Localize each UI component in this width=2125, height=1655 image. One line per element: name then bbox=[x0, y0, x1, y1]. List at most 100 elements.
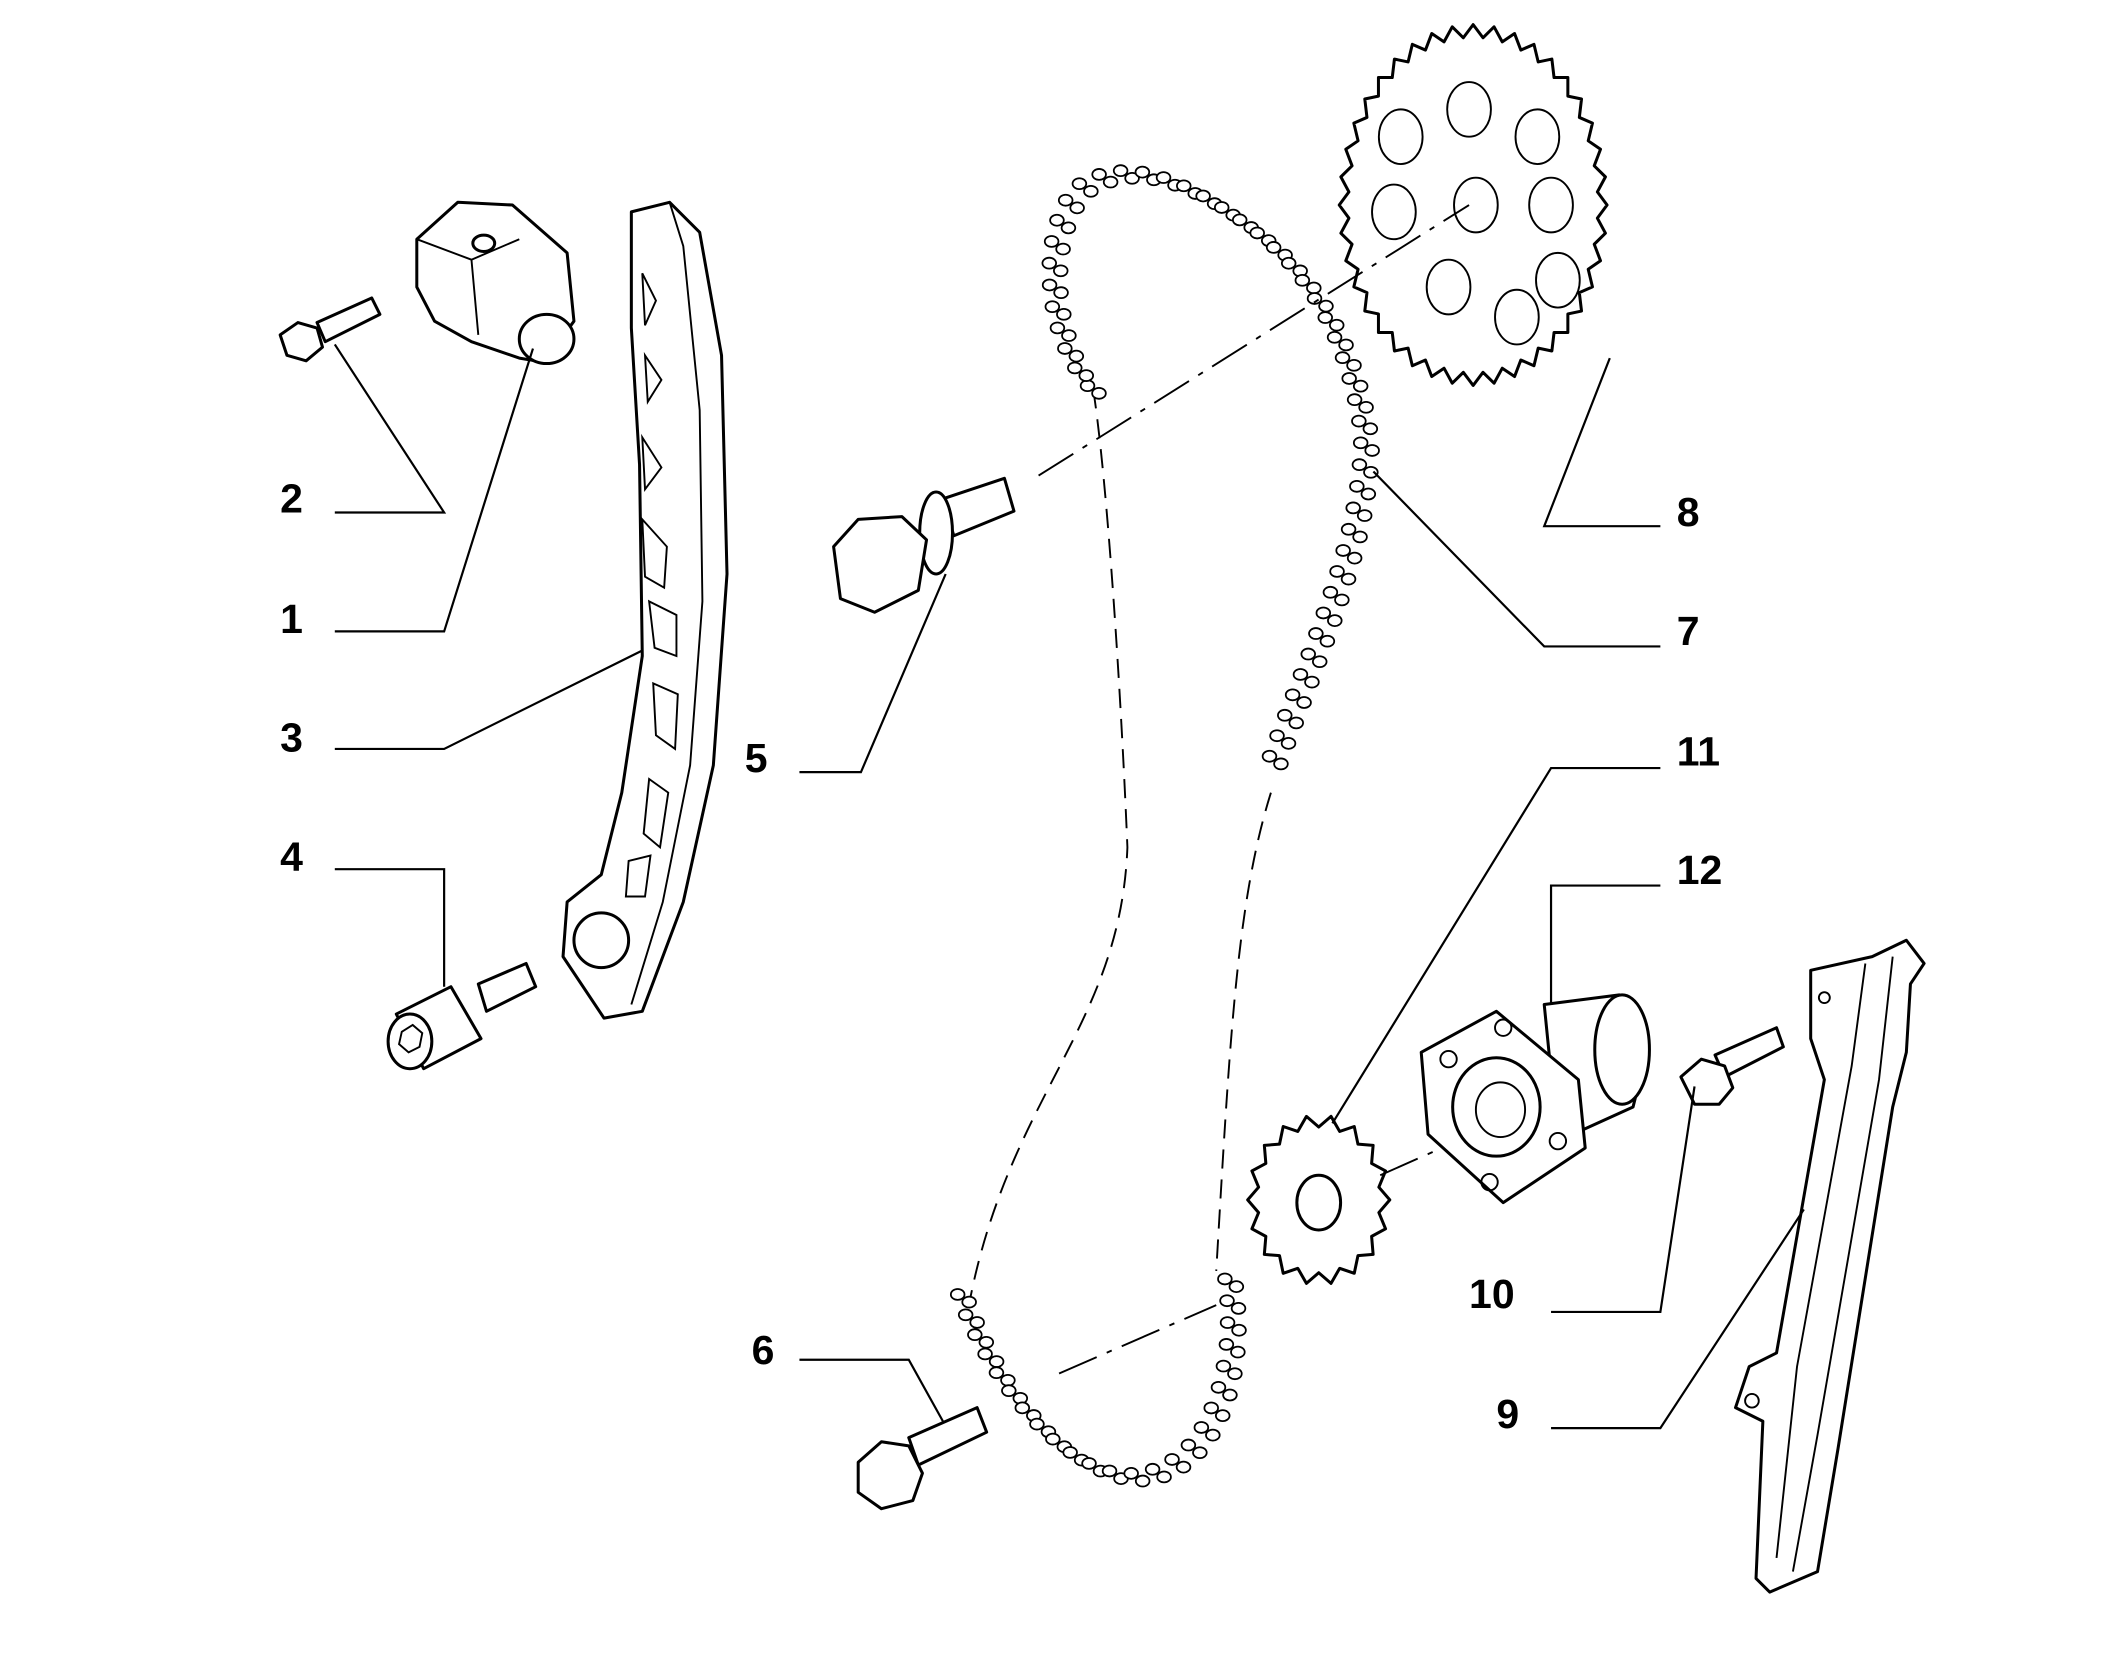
chain-link bbox=[1041, 278, 1058, 292]
chain-link bbox=[1044, 300, 1061, 314]
chain-link bbox=[1306, 292, 1323, 305]
chain-link bbox=[1352, 379, 1369, 393]
chain-link bbox=[1232, 213, 1248, 227]
chain-link bbox=[1334, 593, 1350, 607]
callout-2: 2 bbox=[280, 476, 303, 522]
chain-link bbox=[1312, 655, 1328, 669]
chain-link bbox=[1057, 342, 1073, 355]
chain-link bbox=[1288, 716, 1304, 730]
chain-link bbox=[1101, 1464, 1118, 1478]
chain-link bbox=[967, 1328, 983, 1342]
chain-link bbox=[1284, 688, 1301, 702]
chain-link bbox=[1210, 1380, 1227, 1394]
chain-link bbox=[1041, 256, 1057, 270]
part-7-timing-chain[interactable] bbox=[949, 164, 1380, 1488]
callout-12: 12 bbox=[1677, 847, 1723, 893]
chain-link bbox=[1060, 221, 1077, 235]
chain-link bbox=[1352, 530, 1368, 544]
chain-link bbox=[1049, 321, 1066, 335]
callout-4: 4 bbox=[280, 834, 303, 880]
chain-link bbox=[1280, 256, 1297, 270]
part-11-crankshaft-sprocket[interactable] bbox=[1246, 1114, 1392, 1285]
chain-link bbox=[1155, 171, 1172, 184]
chain-link bbox=[1327, 614, 1343, 627]
part-12-hydraulic-tensioner[interactable] bbox=[1419, 993, 1651, 1205]
chain-link bbox=[1057, 193, 1074, 207]
chain-link bbox=[1193, 1421, 1210, 1434]
chain-link bbox=[1029, 1417, 1045, 1431]
chain-link bbox=[1351, 414, 1367, 428]
chain-link bbox=[1055, 242, 1071, 256]
chain-link bbox=[988, 1355, 1005, 1368]
chain-link bbox=[1068, 349, 1085, 363]
part-9-chain-guide-rail[interactable] bbox=[1734, 938, 1926, 1594]
part-4-sleeve-bolt[interactable] bbox=[386, 961, 538, 1071]
chain-link bbox=[969, 1316, 985, 1329]
chain-link bbox=[1338, 338, 1354, 352]
leader-lines bbox=[333, 343, 1805, 1430]
chain-link bbox=[1326, 330, 1343, 344]
chain-link bbox=[1269, 729, 1285, 743]
chain-link bbox=[1067, 361, 1083, 375]
chain-link bbox=[1214, 1409, 1231, 1422]
chain-link bbox=[1277, 708, 1293, 722]
callout-11: 11 bbox=[1677, 728, 1720, 774]
chain-link bbox=[1078, 369, 1094, 382]
chain-link bbox=[1349, 480, 1365, 493]
chain-link bbox=[1001, 1384, 1017, 1398]
part-6-bolt[interactable] bbox=[856, 1406, 989, 1511]
chain-link bbox=[1091, 168, 1107, 181]
chain-link bbox=[1306, 281, 1322, 295]
callout-8: 8 bbox=[1677, 489, 1700, 535]
chain-link bbox=[1363, 465, 1379, 479]
chain-link bbox=[1280, 737, 1297, 750]
part-10-bolt[interactable] bbox=[1679, 1026, 1785, 1106]
chain-link bbox=[1304, 675, 1320, 689]
chain-link bbox=[1062, 1446, 1078, 1459]
chain-link bbox=[1360, 487, 1377, 501]
part-3-chain-guide[interactable] bbox=[561, 200, 729, 1020]
chain-link bbox=[1175, 1460, 1192, 1474]
chain-link bbox=[1156, 1470, 1172, 1484]
chain-link bbox=[1218, 1338, 1235, 1351]
chain-link bbox=[1215, 1359, 1232, 1373]
chain-link bbox=[1123, 1467, 1139, 1480]
chain-link bbox=[1227, 1367, 1243, 1381]
chain-link bbox=[1195, 189, 1211, 203]
chain-link bbox=[1230, 1345, 1246, 1359]
chain-link bbox=[1219, 1294, 1235, 1308]
part-5-bolt[interactable] bbox=[832, 476, 1016, 614]
chain-link bbox=[1134, 1474, 1151, 1488]
chain-link bbox=[949, 1288, 966, 1301]
chain-link bbox=[1053, 264, 1069, 278]
chain-link bbox=[1322, 585, 1339, 599]
chain-link bbox=[1341, 372, 1357, 385]
chain-link bbox=[1318, 299, 1334, 313]
chain-link bbox=[1351, 458, 1368, 471]
chain-link bbox=[1352, 436, 1369, 450]
chain-link bbox=[1362, 422, 1379, 436]
callout-1: 1 bbox=[280, 596, 303, 642]
chain-link bbox=[1180, 1438, 1197, 1452]
chain-link bbox=[1340, 572, 1357, 586]
chain-link bbox=[1213, 201, 1230, 214]
chain-link bbox=[1045, 1432, 1061, 1446]
chain-link bbox=[1000, 1373, 1016, 1387]
chain-link bbox=[1308, 627, 1324, 640]
chain-link bbox=[1056, 307, 1072, 321]
part-1-tensioner-block[interactable] bbox=[415, 200, 576, 366]
chain-link bbox=[1364, 444, 1380, 457]
chain-link bbox=[1340, 522, 1357, 536]
chain-link bbox=[1230, 1302, 1247, 1315]
chain-link bbox=[1102, 175, 1119, 189]
chain-link bbox=[1071, 177, 1088, 191]
chain-link bbox=[1317, 311, 1333, 324]
part-2-bolt[interactable] bbox=[278, 296, 382, 363]
chain-link bbox=[1144, 1462, 1161, 1476]
callout-7: 7 bbox=[1677, 608, 1700, 654]
chain-link bbox=[1273, 757, 1289, 771]
part-8-camshaft-sprocket[interactable] bbox=[1337, 23, 1609, 387]
chain-link bbox=[957, 1308, 974, 1322]
chain-link bbox=[1358, 400, 1374, 414]
